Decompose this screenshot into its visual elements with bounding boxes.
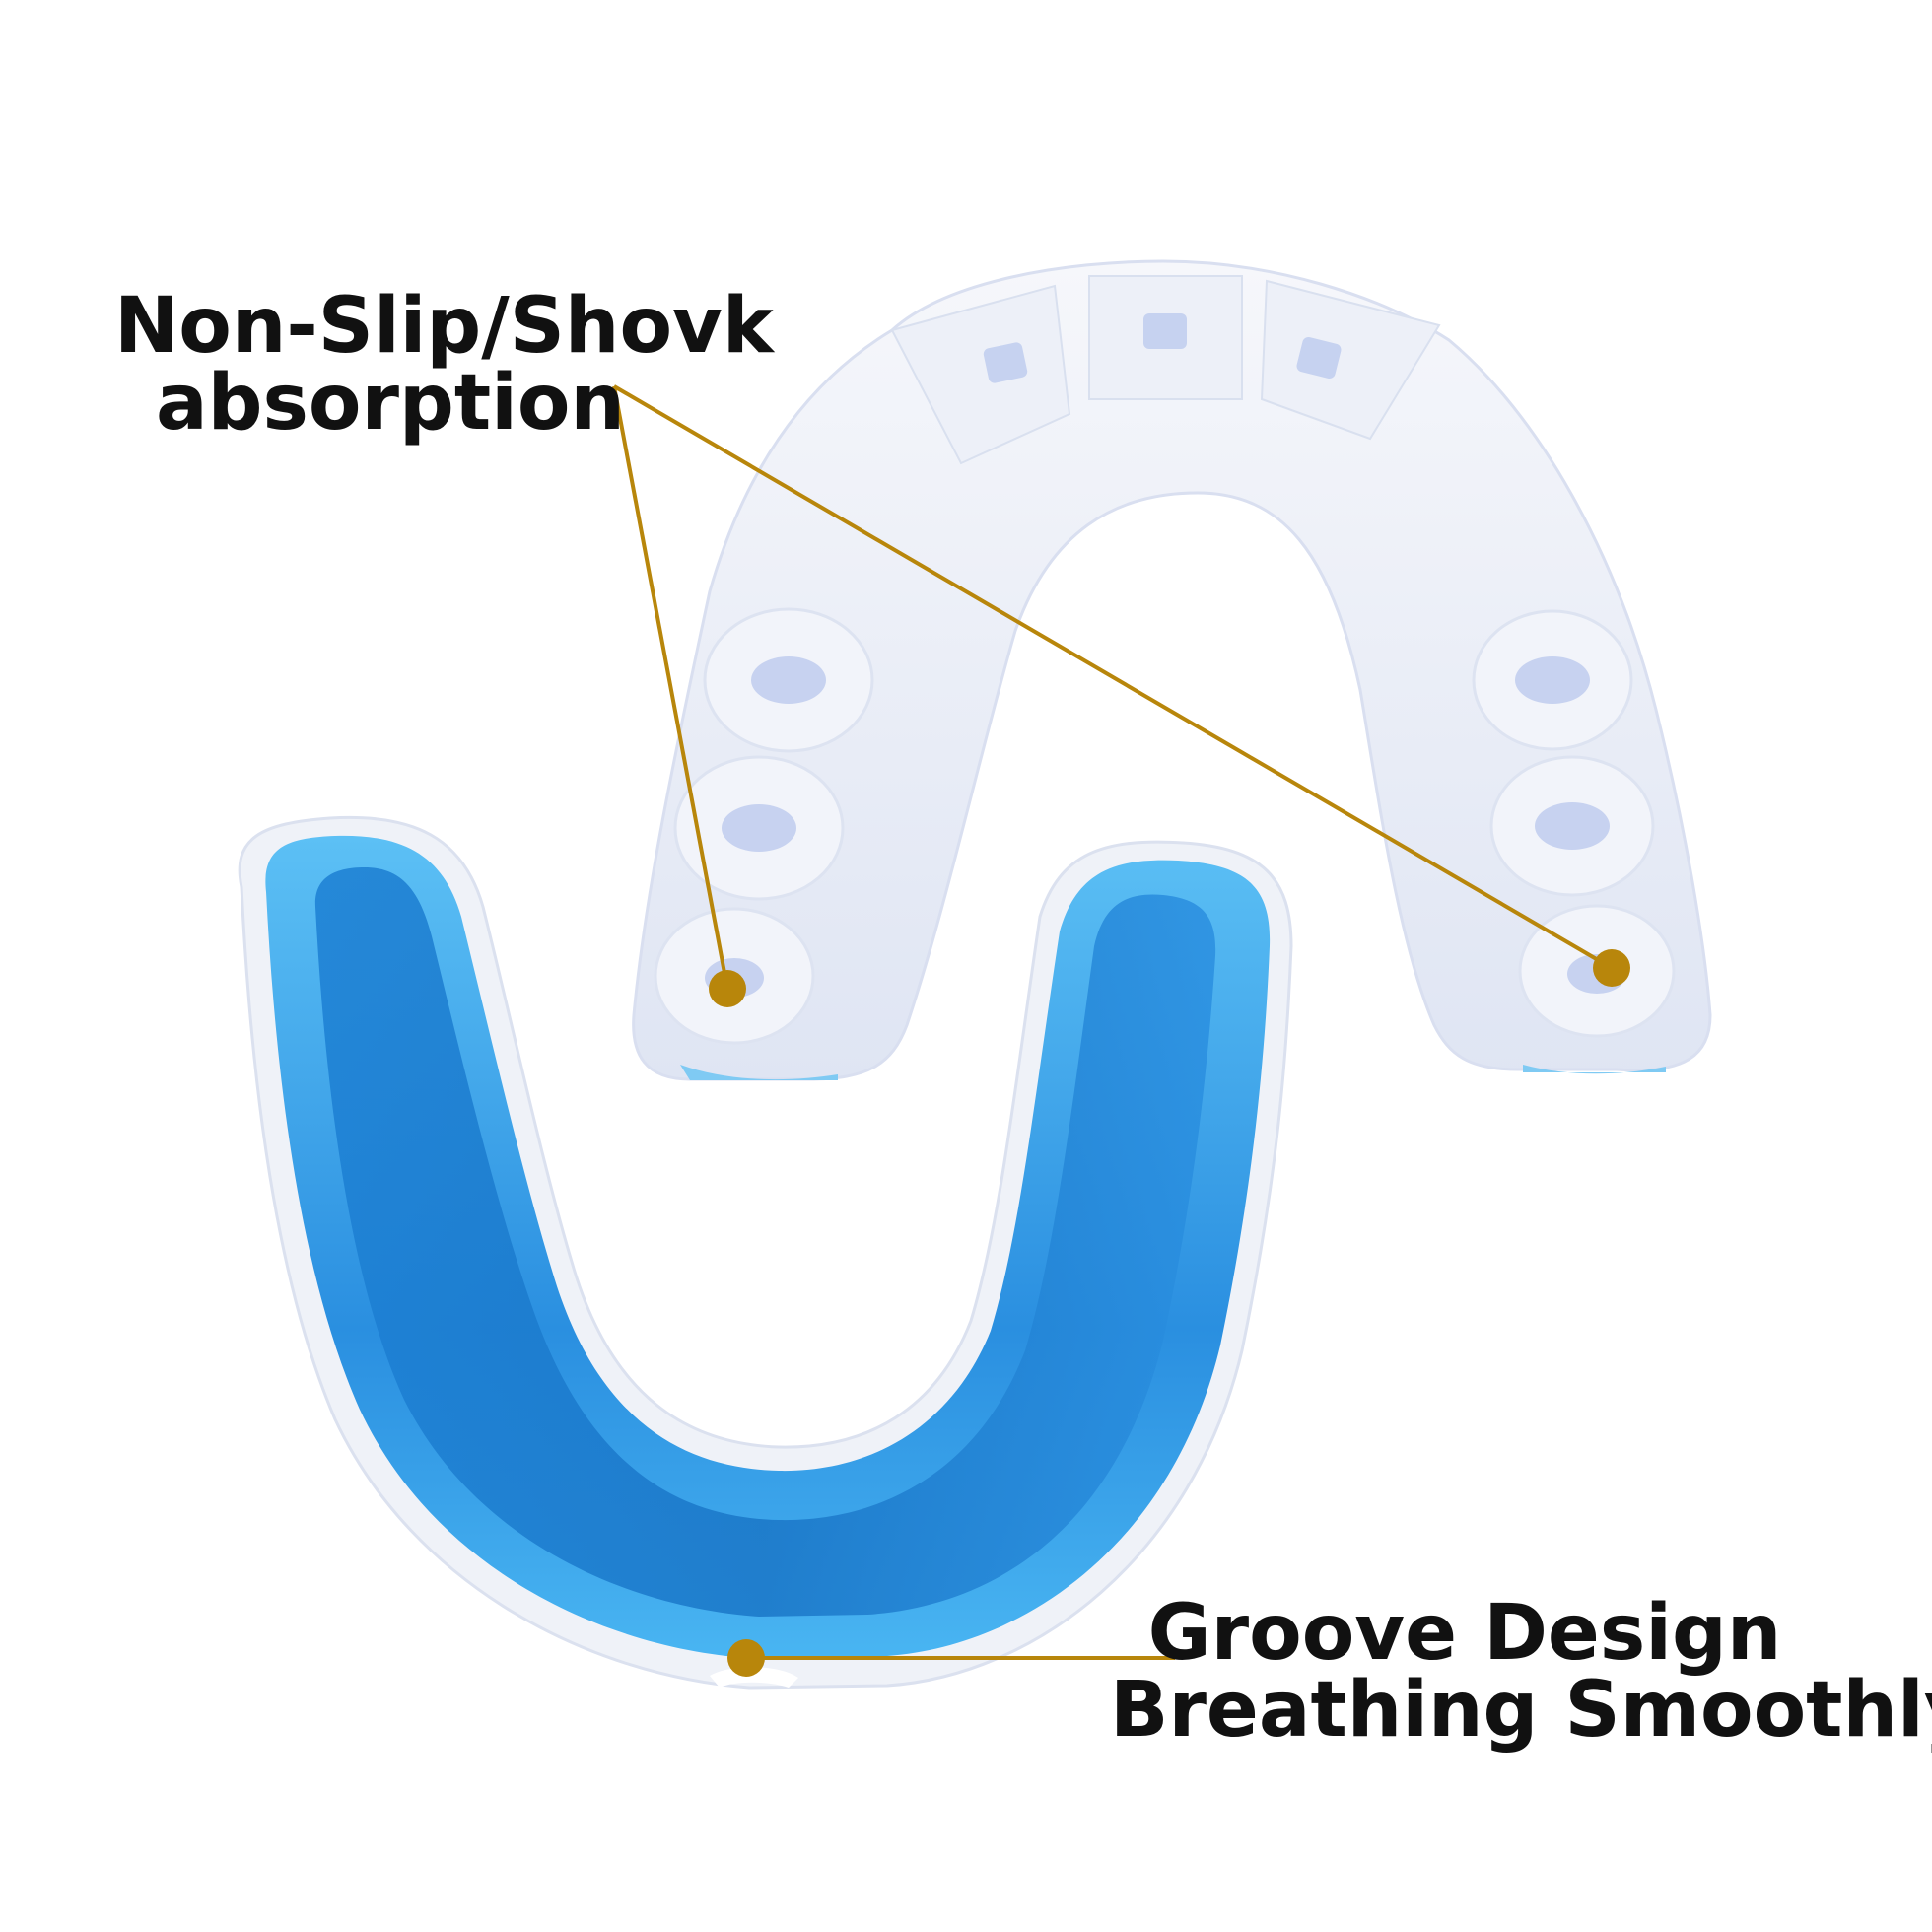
upper-vent-right-2 xyxy=(1535,802,1610,850)
pointer-line-top-right xyxy=(612,384,1614,970)
callout-non-slip-line1: Non-Slip/Shovk xyxy=(114,282,774,371)
callout-groove-design-line1: Groove Design xyxy=(1147,1589,1782,1678)
callout-groove-design-line2: Breathing Smoothly xyxy=(1110,1666,1932,1755)
pointer-dot-left xyxy=(709,970,746,1007)
pointer-annotations xyxy=(612,384,1630,1677)
lower-groove-notch xyxy=(710,1667,798,1688)
callout-groove-design: Groove Design Breathing Smoothly xyxy=(1110,1589,1932,1755)
lower-mouthguard xyxy=(238,815,1293,1690)
upper-tip-left-tint xyxy=(680,1065,838,1080)
callout-non-slip-line2: absorption xyxy=(156,359,625,448)
pointer-dot-bottom xyxy=(727,1639,765,1677)
upper-vent-1 xyxy=(983,342,1028,383)
lower-mouthguard-gel-channel xyxy=(314,867,1216,1617)
callout-non-slip: Non-Slip/Shovk absorption xyxy=(114,282,774,448)
upper-vent-2 xyxy=(1143,313,1187,349)
upper-vent-right-1 xyxy=(1515,656,1590,704)
upper-vent-3 xyxy=(1296,336,1342,380)
upper-ridge-right xyxy=(1260,279,1441,441)
upper-ridge-left xyxy=(890,284,1071,465)
pointer-line-top-left xyxy=(612,385,729,990)
pointer-dot-right xyxy=(1593,949,1630,987)
upper-vent-left-2 xyxy=(722,804,796,852)
upper-mouthguard-body xyxy=(632,259,1712,1081)
upper-vent-left-1 xyxy=(751,656,826,704)
